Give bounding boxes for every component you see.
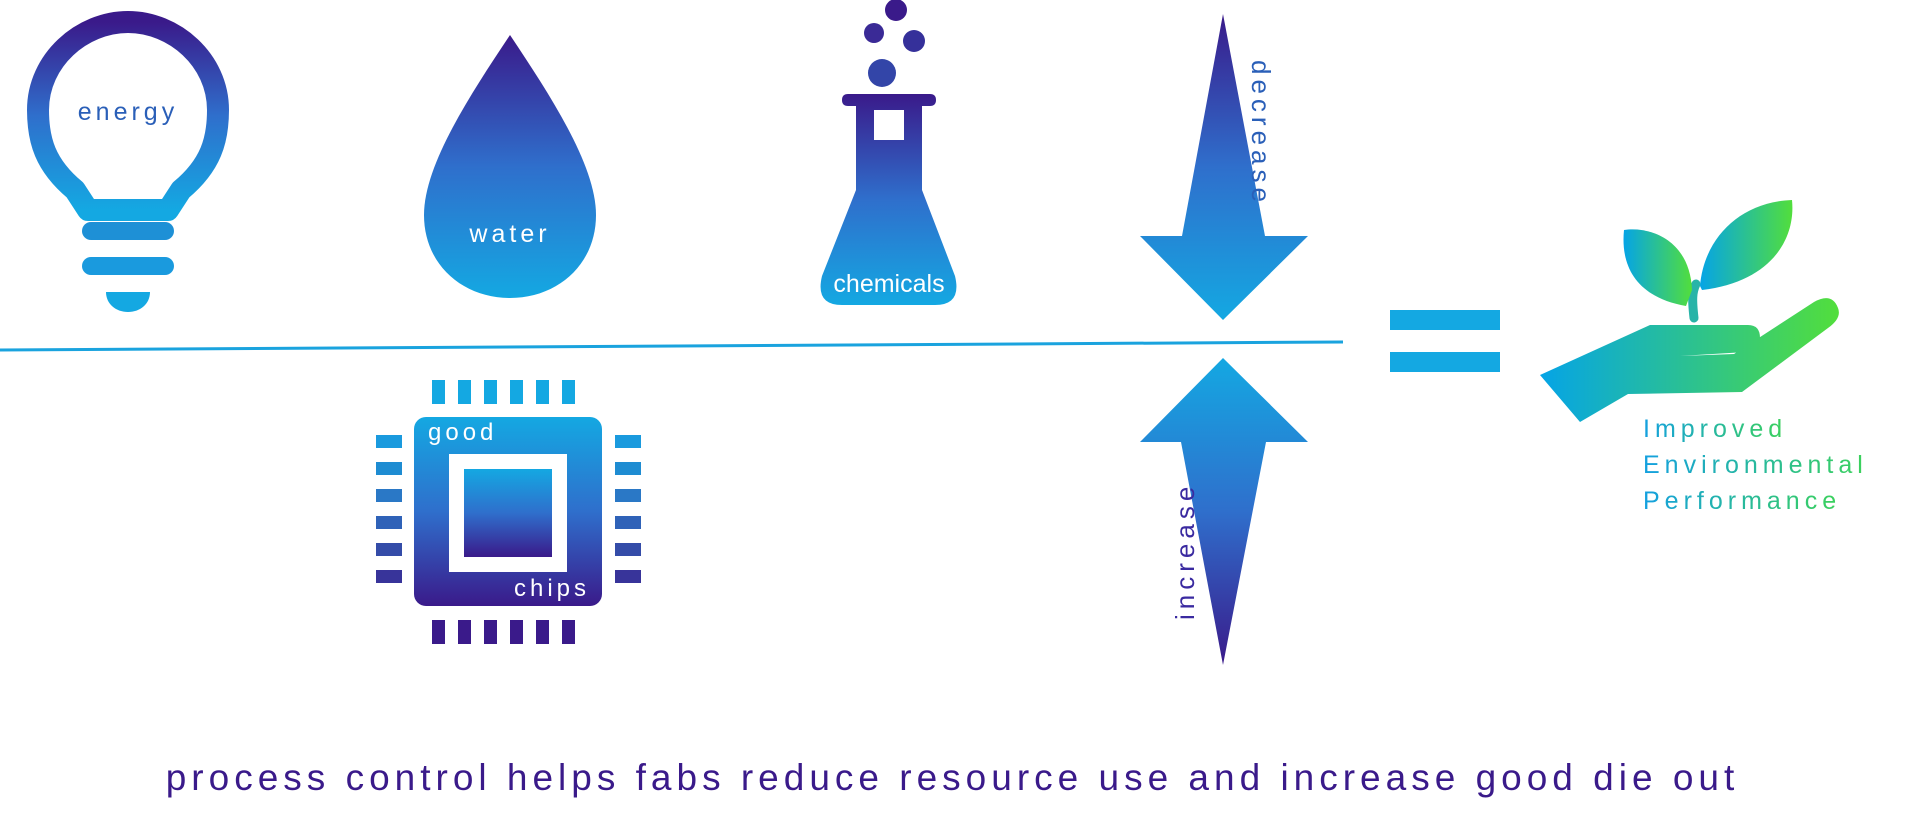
equals-sign-icon: [1390, 310, 1500, 372]
result-line-environmental: Environmental: [1643, 451, 1868, 479]
chips-label: chips: [514, 575, 590, 602]
down-arrow-icon: [1140, 14, 1308, 320]
energy-label: energy: [78, 98, 178, 126]
result-line-improved: Improved: [1643, 415, 1787, 443]
decrease-label: decrease: [1246, 60, 1276, 207]
chemical-flask-icon: [820, 0, 957, 305]
divider-line: [0, 340, 1344, 352]
good-label: good: [428, 419, 497, 446]
result-line-performance: Performance: [1643, 487, 1841, 515]
increase-label: increase: [1170, 482, 1200, 620]
caption-text: process control helps fabs reduce resour…: [165, 757, 1740, 798]
water-label: water: [468, 220, 550, 248]
hand-plant-icon: [1540, 200, 1839, 422]
up-arrow-icon: [1140, 358, 1308, 665]
chemicals-label: chemicals: [833, 270, 944, 298]
chip-icon: [376, 380, 641, 644]
lightbulb-icon: [27, 11, 229, 312]
water-drop-icon: [424, 35, 596, 298]
